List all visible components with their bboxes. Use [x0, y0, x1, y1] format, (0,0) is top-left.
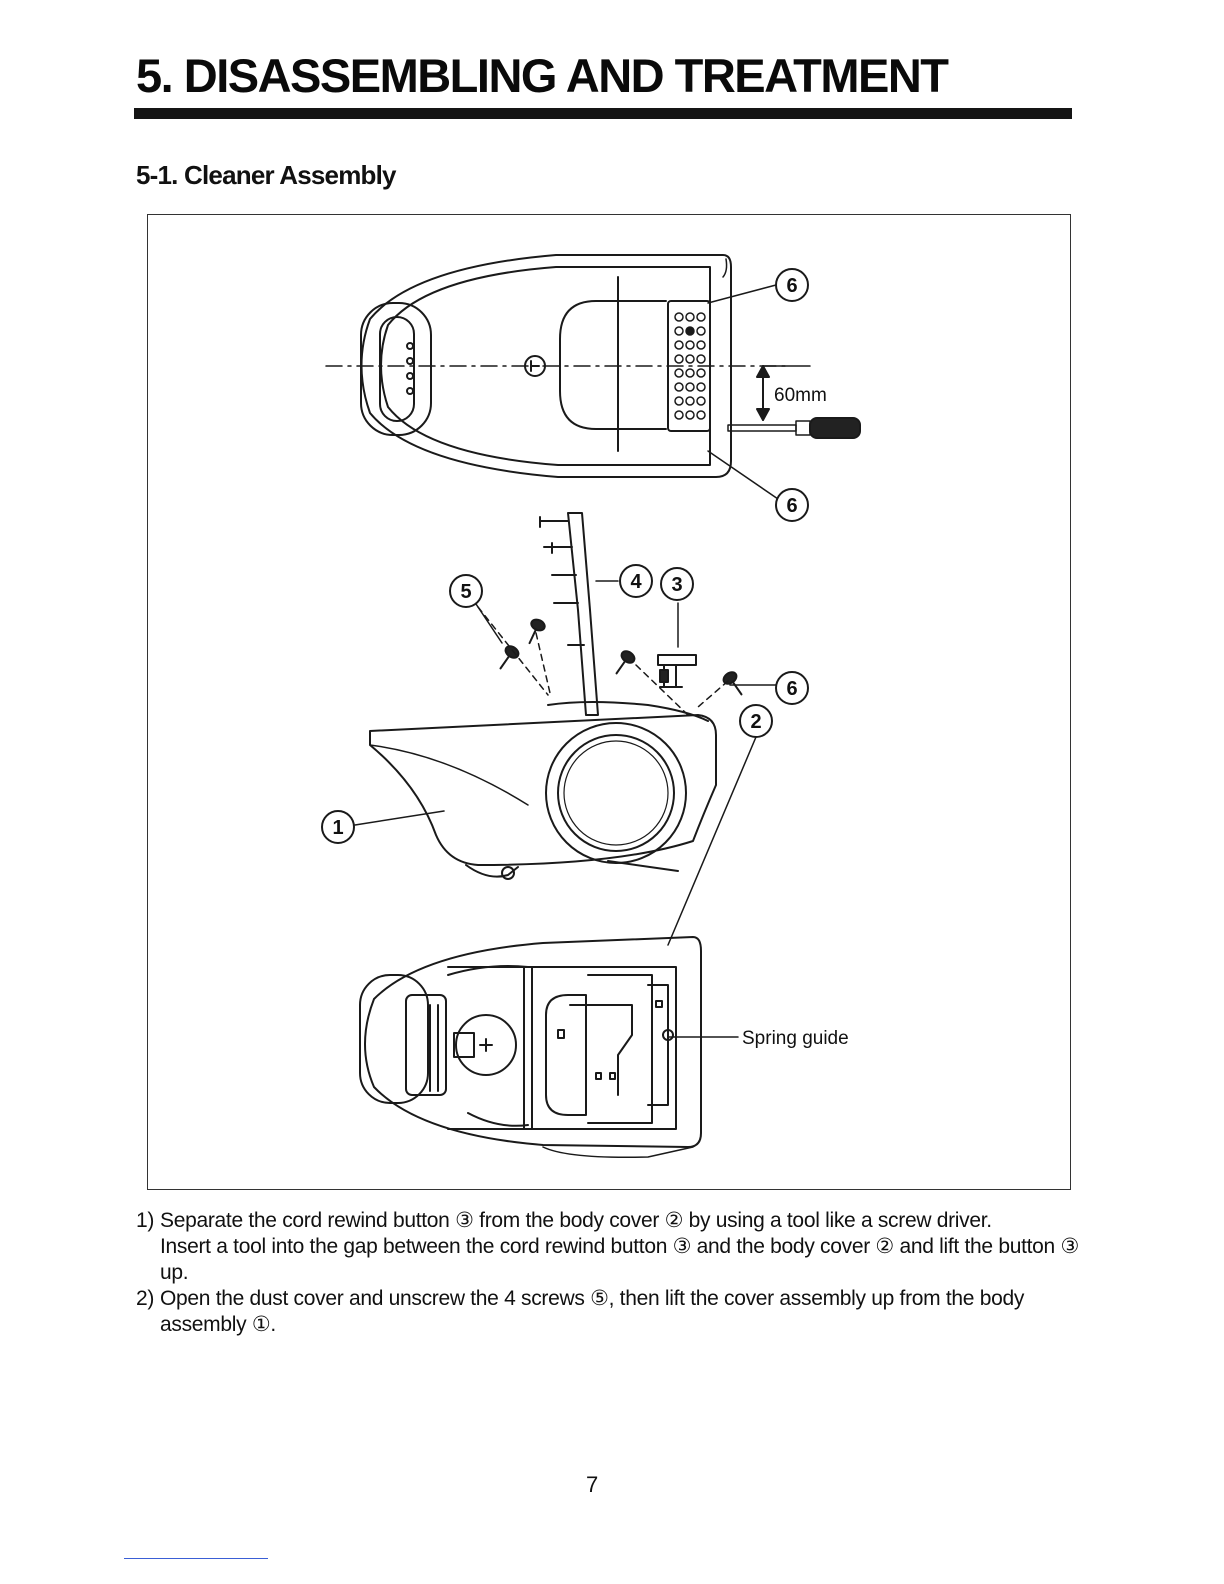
- callout-6-top: 6: [775, 268, 809, 302]
- bottom-rule: [124, 1558, 268, 1559]
- svg-text:6: 6: [786, 495, 797, 517]
- instruction-step: 1) Separate the cord rewind button ③ fro…: [136, 1208, 1081, 1286]
- screwdriver-icon: [727, 417, 861, 439]
- instruction-step: 2) Open the dust cover and unscrew the 4…: [136, 1286, 1081, 1338]
- callout-5: 5: [449, 574, 483, 608]
- page-title: 5. DISASSEMBLING AND TREATMENT: [136, 49, 949, 102]
- leader-lines: [354, 284, 779, 1038]
- vent-grille: [674, 312, 706, 420]
- callout-6-lower: 6: [775, 671, 809, 705]
- spring-guide-label: Spring guide: [742, 1028, 849, 1049]
- callout-3: 3: [660, 567, 694, 601]
- svg-text:3: 3: [671, 574, 682, 596]
- svg-text:6: 6: [786, 678, 797, 700]
- bottom-view-internal: [359, 936, 702, 1159]
- page-number: 7: [586, 1472, 599, 1497]
- screw-icons: [499, 618, 743, 696]
- callout-2: 2: [739, 704, 773, 738]
- side-view-body: [369, 701, 717, 880]
- title-rule: [134, 108, 1072, 119]
- dimension-60mm: 60mm: [756, 365, 827, 421]
- svg-text:1: 1: [332, 817, 343, 839]
- callout-1: 1: [321, 810, 355, 844]
- cord-rewind-button: [657, 654, 697, 688]
- dimension-label: 60mm: [774, 385, 827, 406]
- cleaner-assembly-figure: 60mm: [147, 214, 1071, 1190]
- svg-text:4: 4: [630, 571, 642, 593]
- step-text: Separate the cord rewind button ③ from t…: [160, 1209, 992, 1232]
- step-text: Insert a tool into the gap between the c…: [160, 1235, 1079, 1284]
- section-heading: 5-1. Cleaner Assembly: [136, 160, 397, 190]
- step-text: Open the dust cover and unscrew the 4 sc…: [160, 1287, 1025, 1336]
- svg-text:5: 5: [460, 581, 471, 603]
- svg-text:6: 6: [786, 275, 797, 297]
- callout-4: 4: [619, 564, 653, 598]
- exploded-view-diagram: 60mm: [321, 254, 861, 1159]
- callout-6-middle: 6: [775, 488, 809, 522]
- step-number: 2): [136, 1287, 155, 1310]
- top-view-cleaner: [325, 254, 789, 478]
- instruction-list: 1) Separate the cord rewind button ③ fro…: [136, 1208, 1081, 1338]
- svg-text:2: 2: [750, 711, 761, 733]
- cord-rewind-bracket: [539, 512, 599, 716]
- step-number: 1): [136, 1209, 155, 1232]
- screw-paths: [477, 606, 729, 716]
